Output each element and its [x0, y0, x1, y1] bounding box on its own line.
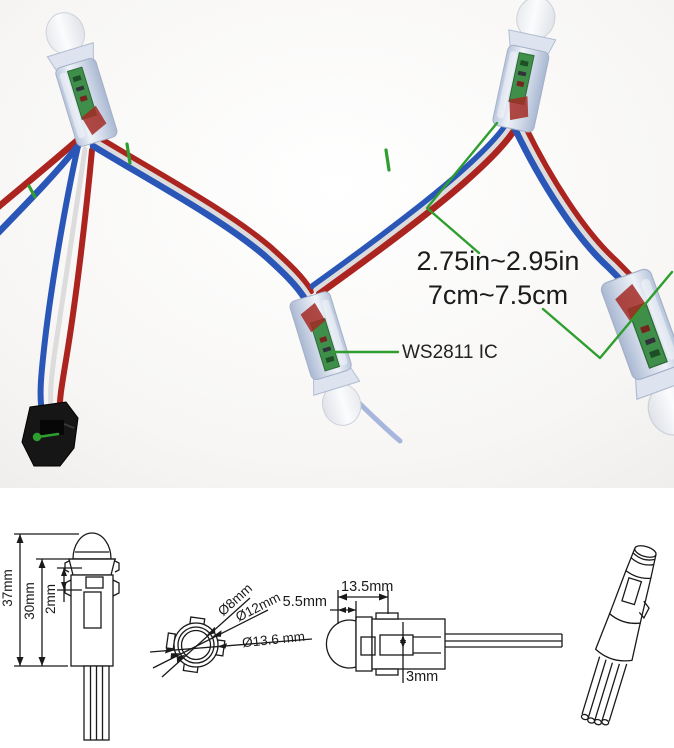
wire-blue: [89, 142, 309, 303]
wire-red: [315, 128, 517, 298]
dim-37mm: 37mm: [0, 569, 15, 607]
spacing-annotation-inches: 2.75in~2.95in: [416, 246, 580, 276]
wire-blue: [37, 143, 81, 415]
spacing-dimension-line-right: [541, 270, 674, 360]
drawing-profile-view: 13.5mm 5.5mm 3mm: [283, 579, 563, 685]
dim-diam-13-6mm: Ø13.6 mm: [241, 629, 305, 651]
drawing-side-view: 37mm 30mm 2mm: [0, 532, 120, 741]
wire-red: [0, 134, 84, 210]
green-annotations: [27, 121, 674, 442]
wire-red: [95, 134, 315, 295]
drawing-3d-view: [580, 545, 657, 726]
ic-annotation: WS2811 IC: [402, 342, 498, 363]
wire-white: [313, 125, 513, 293]
ribbon-module1-to-module2: [89, 134, 315, 303]
wire-blue: [0, 142, 82, 236]
wire-red: [56, 147, 95, 417]
dim-3mm: 3mm: [406, 669, 438, 685]
spacing-annotation: 2.75in~2.95in 7cm~7.5cm: [398, 244, 598, 312]
spacing-dimension-line-left: [425, 121, 499, 255]
dim-13-5mm: 13.5mm: [341, 579, 393, 595]
wire-white: [48, 146, 88, 416]
wire-white: [93, 139, 311, 298]
dim-2mm: 2mm: [43, 584, 58, 614]
wire-mark-right: [384, 148, 391, 172]
wire-mark-mid: [125, 142, 132, 165]
wire-mark-left: [27, 184, 37, 199]
wires-left-branch: [0, 134, 84, 236]
spacing-annotation-cm: 7cm~7.5cm: [427, 280, 569, 310]
dim-5-5mm: 5.5mm: [283, 594, 327, 610]
connector-mark-line: [36, 432, 60, 439]
wire-red: [519, 119, 639, 285]
wires-to-connector: [37, 143, 95, 417]
dim-30mm: 30mm: [22, 582, 37, 620]
